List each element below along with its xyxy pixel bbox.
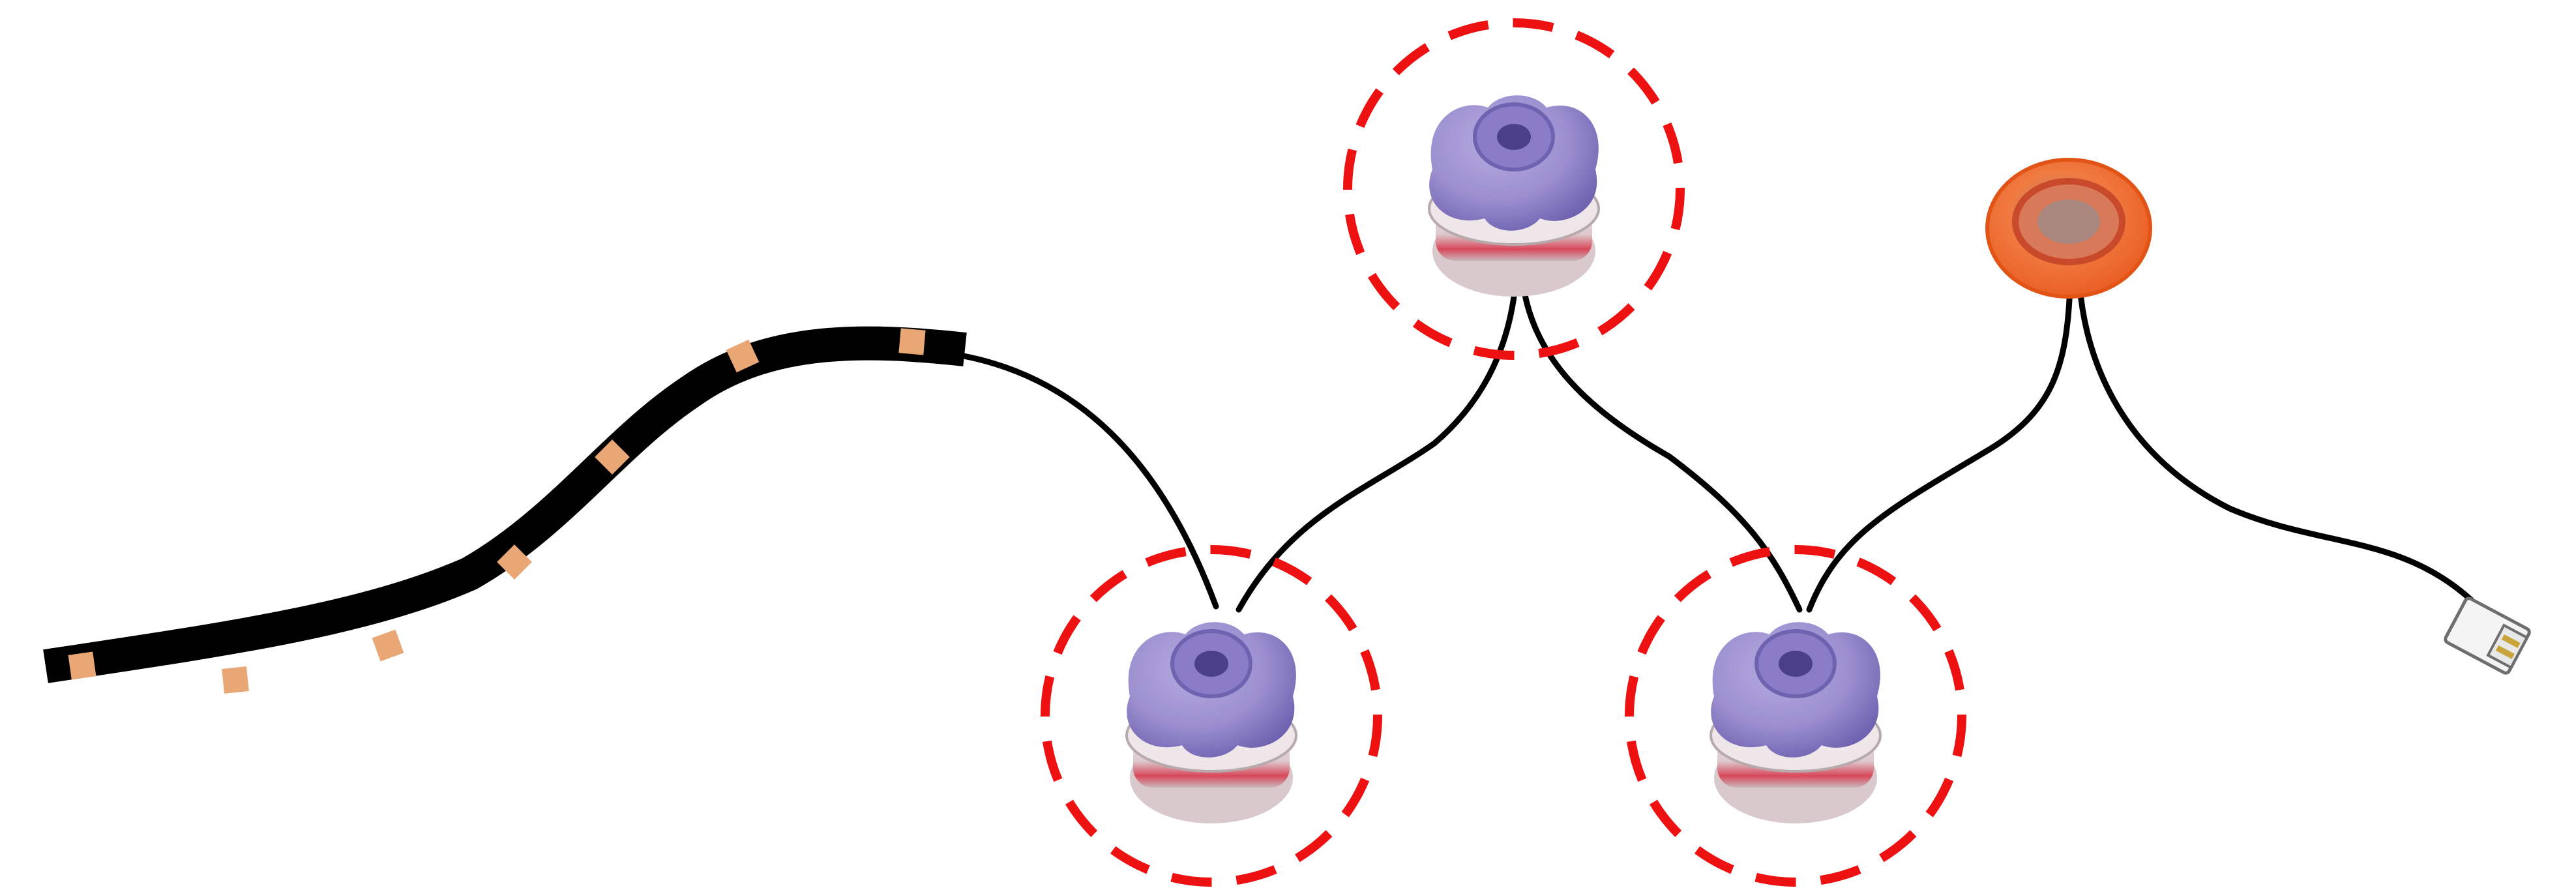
highlight-circle [1625, 545, 1966, 887]
highlight-circles [1041, 18, 1966, 887]
led-strip [43, 326, 967, 694]
cable [1519, 277, 1803, 613]
strip-led [222, 666, 249, 694]
strip-led [372, 629, 404, 662]
strip-led [898, 328, 926, 355]
strip-led [68, 651, 96, 680]
strip-led [726, 339, 760, 373]
cables [960, 277, 2474, 613]
cable [1236, 277, 1519, 613]
highlight-circle [1343, 18, 1685, 360]
cable [1806, 284, 2073, 613]
purple-led-light-icon [1428, 95, 1600, 297]
cable [960, 353, 1219, 610]
cable [2077, 284, 2474, 603]
highlight-circle [1041, 545, 1382, 887]
orange-led-light-icon [1985, 158, 2152, 299]
connector-plug-icon [2444, 597, 2531, 675]
purple-led-light-icon [1710, 622, 1882, 823]
purple-led-light-icon [1125, 622, 1297, 823]
led-strip-body [43, 326, 967, 683]
